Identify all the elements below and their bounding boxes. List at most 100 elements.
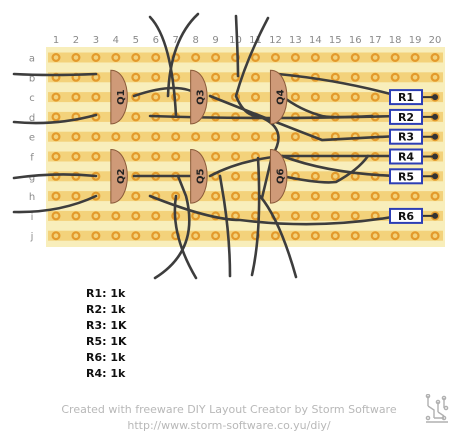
solder-pad [91,211,101,221]
solder-pad [71,171,81,181]
jumper-wire [148,15,178,118]
solder-pad [171,152,181,162]
resistor-r3: R3 [389,128,439,145]
resistor-r6: R6 [389,207,439,224]
resistor-lead-end [432,153,439,160]
transistor-q5: Q5 [190,148,208,204]
jumper-wire [173,194,198,280]
solder-pad [330,52,340,62]
solder-pad [211,132,221,142]
transistor-label: Q3 [196,89,207,105]
solder-pad [270,231,280,241]
solder-pad [211,152,221,162]
solder-pad [191,52,201,62]
solder-pad [251,92,261,102]
solder-pad [151,52,161,62]
column-label: 7 [173,35,179,46]
solder-pad [51,112,61,122]
solder-pad [111,52,121,62]
solder-pad [171,132,181,142]
solder-pad [71,152,81,162]
solder-pad [231,231,241,241]
transistor-label: Q4 [275,89,286,105]
solder-pad [91,191,101,201]
resistor-lead-end [432,133,439,140]
solder-pad [71,132,81,142]
jumper-wire [280,154,400,178]
resistor-body [389,89,423,106]
parts-list-item: R3: 1K [86,319,127,332]
copper-strip [48,230,443,241]
solder-pad [151,132,161,142]
solder-pad [191,231,201,241]
column-label: 8 [192,35,198,46]
solder-pad [91,52,101,62]
solder-pad [330,191,340,201]
credit-footer: Created with freeware DIY Layout Creator… [40,402,418,434]
column-label: 4 [113,35,119,46]
jumper-wire [153,174,191,280]
solder-pad [131,52,141,62]
jumper-wire [280,94,374,119]
row-label: i [31,212,34,223]
solder-pad [410,52,420,62]
parts-list: R1: 1k R2: 1k R3: 1K R5: 1K R6: 1k R4: 1… [86,286,127,382]
column-label: 2 [73,35,79,46]
resistor-lead-end [432,173,439,180]
solder-pad [290,92,300,102]
row-label: c [29,93,35,104]
transistor-body [269,69,288,125]
solder-pad [51,52,61,62]
solder-pad [270,52,280,62]
credit-line: Created with freeware DIY Layout Creator… [61,403,397,416]
copper-strip [48,210,443,221]
solder-pad [231,152,241,162]
solder-pad [231,132,241,142]
solder-pad [350,191,360,201]
solder-pad [330,92,340,102]
solder-pad [151,211,161,221]
parts-list-item: R4: 1k [86,367,126,380]
solder-pad [131,72,141,82]
solder-pad [231,72,241,82]
solder-pad [330,231,340,241]
jumper-wires [12,12,400,280]
solder-pad [370,191,380,201]
solder-pad [410,191,420,201]
solder-pad [131,112,141,122]
transistor-label: Q1 [116,89,127,105]
solder-pad [310,171,320,181]
resistor-r5: R5 [389,168,439,185]
parts-list-item: R6: 1k [86,351,126,364]
resistor-lead-end [432,212,439,219]
solder-pad [211,191,221,201]
parts-list-item: R1: 1k [86,287,126,300]
resistor-body [389,108,423,125]
solder-pad [51,211,61,221]
transistor-q6: Q6 [269,148,288,204]
solder-pad [51,191,61,201]
resistor-lead-end [432,94,439,101]
jumper-wire [12,113,98,125]
solder-pad [330,211,340,221]
jumper-wire [258,194,298,279]
jumper-wire [218,174,232,278]
column-label: 18 [389,35,402,46]
copper-strip [48,191,443,202]
solder-pad [131,92,141,102]
resistor-label: R2 [398,111,414,124]
solder-pad [71,191,81,201]
solder-pad [430,52,440,62]
copper-strip [48,92,443,103]
solder-pad [231,171,241,181]
solder-pad [370,231,380,241]
column-label: 9 [212,35,218,46]
solder-pad [151,152,161,162]
column-label: 17 [369,35,382,46]
transistor-label: Q2 [116,169,127,185]
solder-pad [51,231,61,241]
solder-pad [111,132,121,142]
